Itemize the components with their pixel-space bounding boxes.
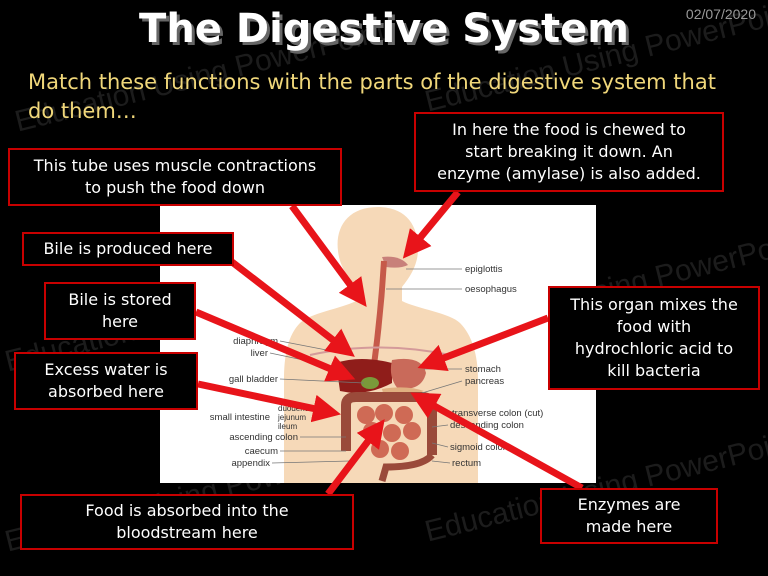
box-gall-bladder-function: Bile is stored here bbox=[44, 282, 196, 340]
slide-date: 02/07/2020 bbox=[685, 6, 756, 22]
box-small-intestine-text: Food is absorbed into the bloodstream he… bbox=[85, 501, 289, 542]
label-sigmoid-colon: sigmoid colon bbox=[450, 442, 508, 453]
mouth-region bbox=[382, 256, 408, 268]
label-small-intestine: small intestine bbox=[210, 412, 270, 423]
label-descending-colon: descending colon bbox=[450, 420, 524, 431]
label-gall-bladder: gall bladder bbox=[229, 374, 278, 385]
box-large-intestine-function: Excess water is absorbed here bbox=[14, 352, 198, 410]
label-pancreas: pancreas bbox=[465, 376, 504, 387]
box-mouth-function: In here the food is chewed to start brea… bbox=[414, 112, 724, 192]
rectum-shape bbox=[378, 452, 435, 482]
box-oesophagus-function: This tube uses muscle contractions to pu… bbox=[8, 148, 342, 206]
arrow-small-intestine bbox=[325, 419, 385, 497]
box-pancreas-function: Enzymes are made here bbox=[540, 488, 718, 544]
slide-subtitle: Match these functions with the parts of … bbox=[28, 70, 716, 123]
slide-title: The Digestive System bbox=[139, 6, 629, 52]
label-epiglottis: epiglottis bbox=[465, 264, 503, 275]
arrow-large-intestine bbox=[197, 380, 341, 423]
box-pancreas-text: Enzymes are made here bbox=[577, 495, 681, 536]
box-gall-bladder-text: Bile is stored here bbox=[68, 290, 172, 331]
label-rectum: rectum bbox=[452, 458, 481, 469]
box-small-intestine-function: Food is absorbed into the bloodstream he… bbox=[20, 494, 354, 550]
box-large-intestine-text: Excess water is absorbed here bbox=[44, 360, 168, 401]
oesophagus-tube bbox=[371, 260, 387, 366]
box-stomach-function: This organ mixes the food with hydrochlo… bbox=[548, 286, 760, 390]
box-liver-function: Bile is produced here bbox=[22, 232, 234, 266]
arrow-pancreas bbox=[410, 392, 584, 492]
box-liver-text: Bile is produced here bbox=[43, 239, 213, 258]
arrow-oesophagus bbox=[289, 203, 367, 308]
box-mouth-text: In here the food is chewed to start brea… bbox=[437, 120, 701, 183]
box-stomach-text: This organ mixes the food with hydrochlo… bbox=[570, 295, 738, 380]
arrow-liver bbox=[229, 259, 355, 357]
stomach-shape bbox=[390, 358, 426, 390]
box-oesophagus-text: This tube uses muscle contractions to pu… bbox=[33, 156, 317, 197]
gall-bladder-shape bbox=[361, 377, 379, 389]
label-liver: liver bbox=[251, 348, 268, 359]
arrow-gall-bladder bbox=[194, 308, 356, 382]
label-jejunum: jejunum bbox=[277, 413, 306, 422]
arrow-stomach bbox=[417, 314, 550, 372]
label-caecum: caecum bbox=[245, 446, 278, 457]
label-stomach: stomach bbox=[465, 364, 501, 375]
label-oesophagus: oesophagus bbox=[465, 284, 517, 295]
label-transverse-colon: transverse colon (cut) bbox=[452, 408, 543, 419]
label-appendix: appendix bbox=[231, 458, 270, 469]
label-diaphragm: diaphragm bbox=[233, 336, 278, 347]
label-ileum: ileum bbox=[278, 422, 297, 431]
label-ascending-colon: ascending colon bbox=[229, 432, 298, 443]
arrow-mouth bbox=[402, 189, 461, 259]
